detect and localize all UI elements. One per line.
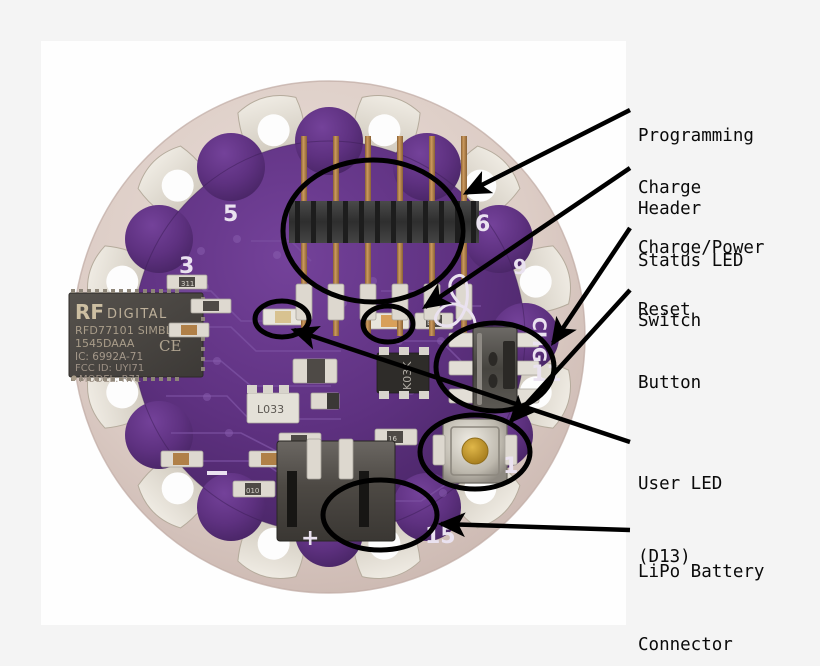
callout-arrow-programming-header	[462, 107, 632, 196]
svg-text:+: +	[301, 526, 319, 551]
svg-text:3: 3	[179, 254, 194, 279]
callout-ellipse-charge-power-switch	[433, 320, 557, 414]
svg-text:1: 1	[503, 454, 518, 479]
label-charge-power-switch: Charge/Power Switch	[638, 188, 764, 381]
svg-text:L033: L033	[257, 403, 284, 416]
lilypad-logo-icon	[434, 273, 477, 328]
reset-button-component[interactable]	[432, 418, 518, 484]
label-reset-button: Reset Button	[638, 250, 701, 443]
label-line: (D13)	[638, 546, 691, 567]
module-brand-digital: DIGITAL	[107, 307, 168, 322]
label-line: Reset	[638, 300, 691, 321]
simblee-module: RF DIGITAL RFD77101 SIMBLEE 1545DAAA IC:…	[68, 289, 205, 385]
callout-arrow-charge-power-switch	[550, 226, 632, 346]
svg-text:6: 6	[475, 212, 490, 237]
module-part-number: RFD77101 SIMBLEE	[75, 324, 186, 337]
module-brand-rf: RF	[75, 300, 104, 324]
callout-arrow-user-led	[290, 325, 631, 445]
callout-ellipse-user-led	[252, 298, 312, 340]
callout-ellipse-charge-status-led	[360, 303, 416, 345]
svg-text:9: 9	[513, 255, 527, 279]
callout-ellipse-reset-button	[417, 412, 533, 492]
label-charge-status-led: Charge Status LED	[638, 128, 743, 321]
callout-ellipse-lipo-battery-connector	[320, 477, 440, 553]
module-lot-code: 1545DAAA	[75, 337, 135, 350]
label-programming-header: Programming Header	[638, 76, 754, 269]
module-ic-number: IC: 6992A-71	[75, 351, 143, 363]
callout-arrow-lipo-battery-connector	[437, 512, 631, 538]
label-line: Button	[638, 372, 702, 393]
ce-mark-icon: CE	[159, 337, 181, 355]
label-lipo-battery-connector: LiPo Battery Connector	[638, 512, 764, 666]
board-photo: RF DIGITAL RFD77101 SIMBLEE 1545DAAA IC:…	[41, 41, 626, 625]
svg-text:16: 16	[388, 435, 397, 443]
callout-arrow-reset-button	[508, 288, 632, 424]
label-line: Switch	[638, 310, 702, 331]
label-line: Connector	[638, 634, 733, 655]
svg-text:5: 5	[223, 202, 238, 227]
label-line: Charge/Power	[638, 238, 765, 259]
board-illustration: RF DIGITAL RFD77101 SIMBLEE 1545DAAA IC:…	[68, 80, 586, 594]
label-line: User LED	[638, 474, 723, 495]
callout-ellipse-programming-header	[280, 157, 466, 305]
label-line: LiPo Battery	[638, 562, 765, 583]
svg-text:010: 010	[246, 487, 259, 495]
label-user-led: User LED (D13)	[638, 424, 722, 617]
module-model: MODEL: R71	[79, 374, 141, 385]
svg-text:311: 311	[181, 280, 194, 288]
callout-arrow-charge-status-led	[422, 166, 632, 310]
label-line: Programming	[638, 126, 754, 147]
label-line: Status LED	[638, 250, 744, 271]
label-line: Charge	[638, 178, 702, 199]
module-fcc-id: FCC ID: UYI71	[75, 363, 144, 374]
label-line: Header	[638, 198, 702, 219]
user-led-component	[262, 308, 304, 326]
